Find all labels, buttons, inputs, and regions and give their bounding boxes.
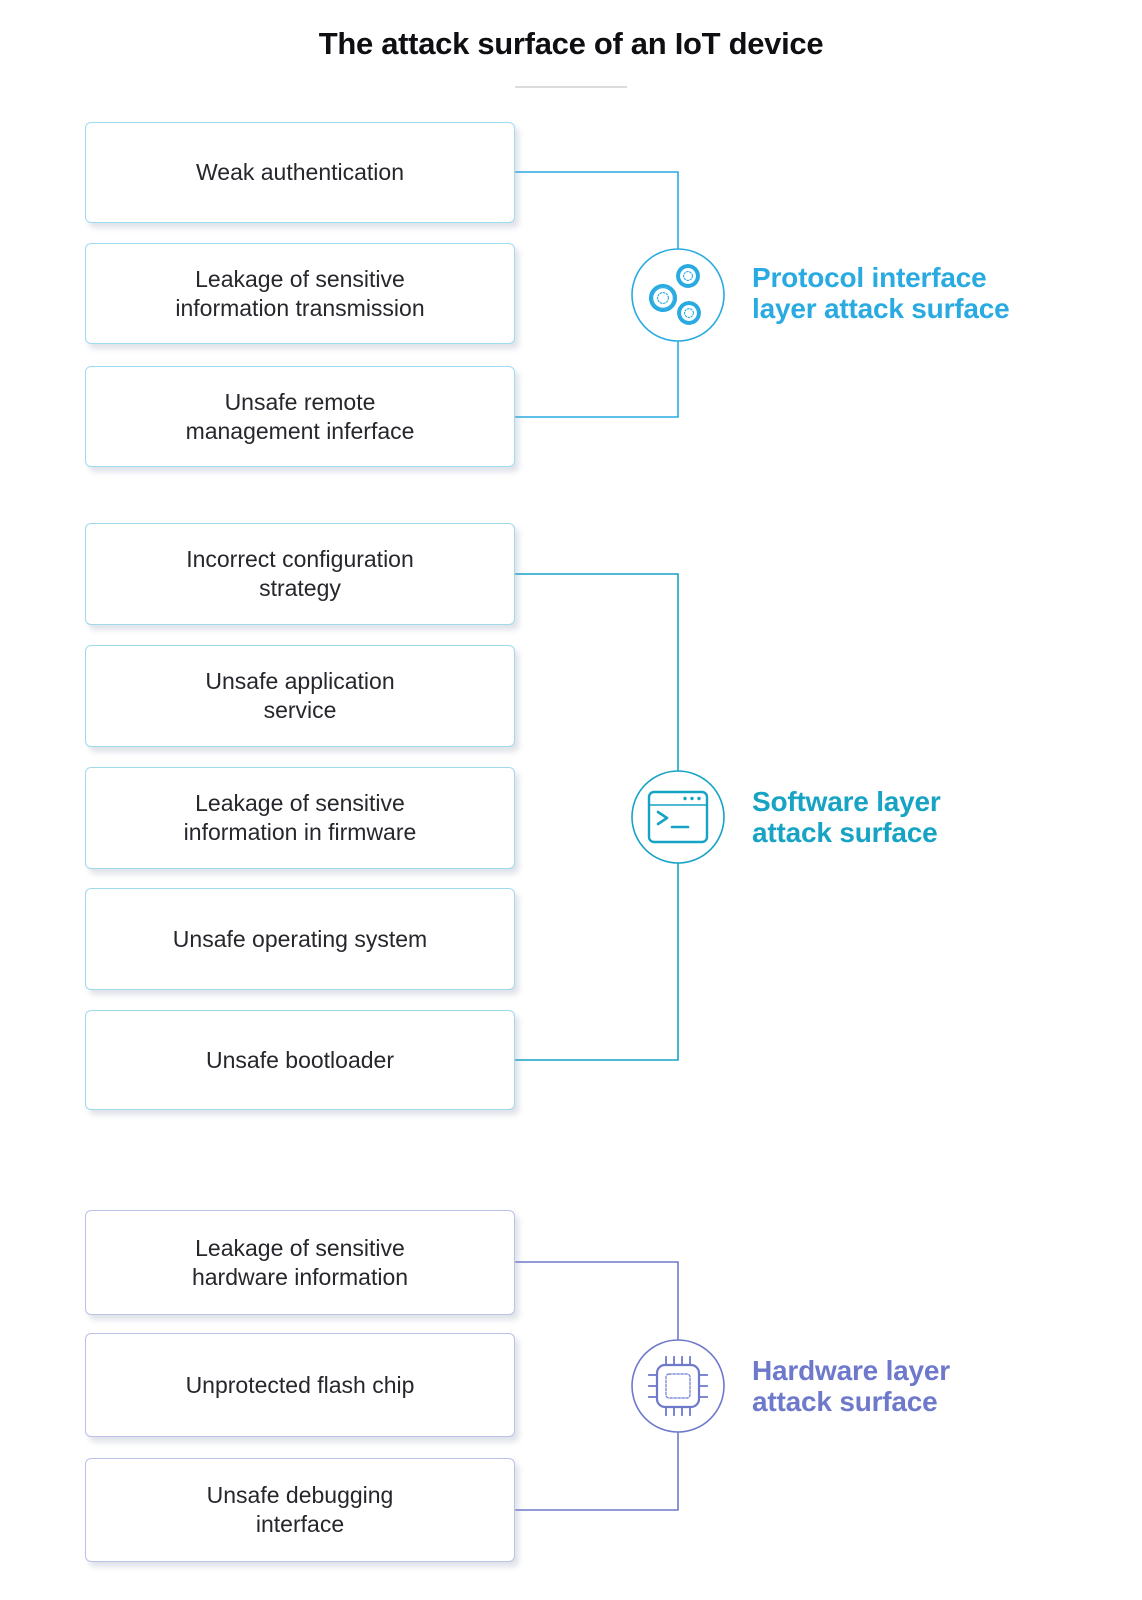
terminal-window-icon	[647, 790, 709, 844]
gears-icon	[649, 264, 701, 325]
attack-box-unsafe-operating-system: Unsafe operating system	[85, 888, 515, 990]
attack-box-unsafe-remote-management: Unsafe remote management inferface	[85, 366, 515, 467]
attack-box-label: Unsafe operating system	[172, 925, 428, 952]
attack-box-leakage-information-firmware: Leakage of sensitive information in firm…	[85, 767, 515, 869]
title-underline	[515, 86, 627, 88]
icon-circle	[631, 248, 725, 342]
hardware-group-connector	[515, 1261, 725, 1511]
attack-box-label: Weak authentication	[196, 159, 404, 185]
icon-circle	[631, 770, 725, 864]
protocol-layer-label: Protocol interface layer attack surface	[752, 262, 1010, 324]
attack-box-unsafe-bootloader: Unsafe bootloader	[85, 1010, 515, 1110]
attack-box-leakage-hardware-information: Leakage of sensitive hardware informatio…	[85, 1210, 515, 1315]
page-title: The attack surface of an IoT device	[318, 26, 824, 61]
attack-box-label: Unsafe debugging interface	[206, 1482, 394, 1537]
attack-box-label: Unsafe bootloader	[206, 1046, 394, 1073]
protocol-group-connector	[515, 171, 725, 418]
attack-box-weak-authentication: Weak authentication	[85, 122, 515, 223]
attack-box-incorrect-configuration: Incorrect configuration strategy	[85, 523, 515, 625]
attack-box-label: Leakage of sensitive information transmi…	[175, 265, 425, 321]
software-group-connector	[515, 573, 725, 1061]
attack-box-label: Incorrect configuration strategy	[186, 546, 414, 601]
attack-box-label: Unsafe application service	[205, 668, 395, 723]
chip-icon	[648, 1356, 708, 1416]
attack-box-label: Leakage of sensitive information in firm…	[183, 790, 417, 845]
attack-box-leakage-information-transmission: Leakage of sensitive information transmi…	[85, 243, 515, 344]
attack-box-label: Unsafe remote management inferface	[185, 388, 415, 444]
hardware-layer-label: Hardware layer attack surface	[752, 1355, 950, 1417]
software-layer-label: Software layer attack surface	[752, 786, 941, 848]
icon-circle	[631, 1339, 725, 1433]
attack-box-unsafe-application-service: Unsafe application service	[85, 645, 515, 747]
attack-box-unsafe-debugging-interface: Unsafe debugging interface	[85, 1458, 515, 1562]
attack-box-label: Leakage of sensitive hardware informatio…	[191, 1234, 409, 1290]
attack-box-label: Unprotected flash chip	[185, 1371, 415, 1398]
attack-box-unprotected-flash-chip: Unprotected flash chip	[85, 1333, 515, 1437]
